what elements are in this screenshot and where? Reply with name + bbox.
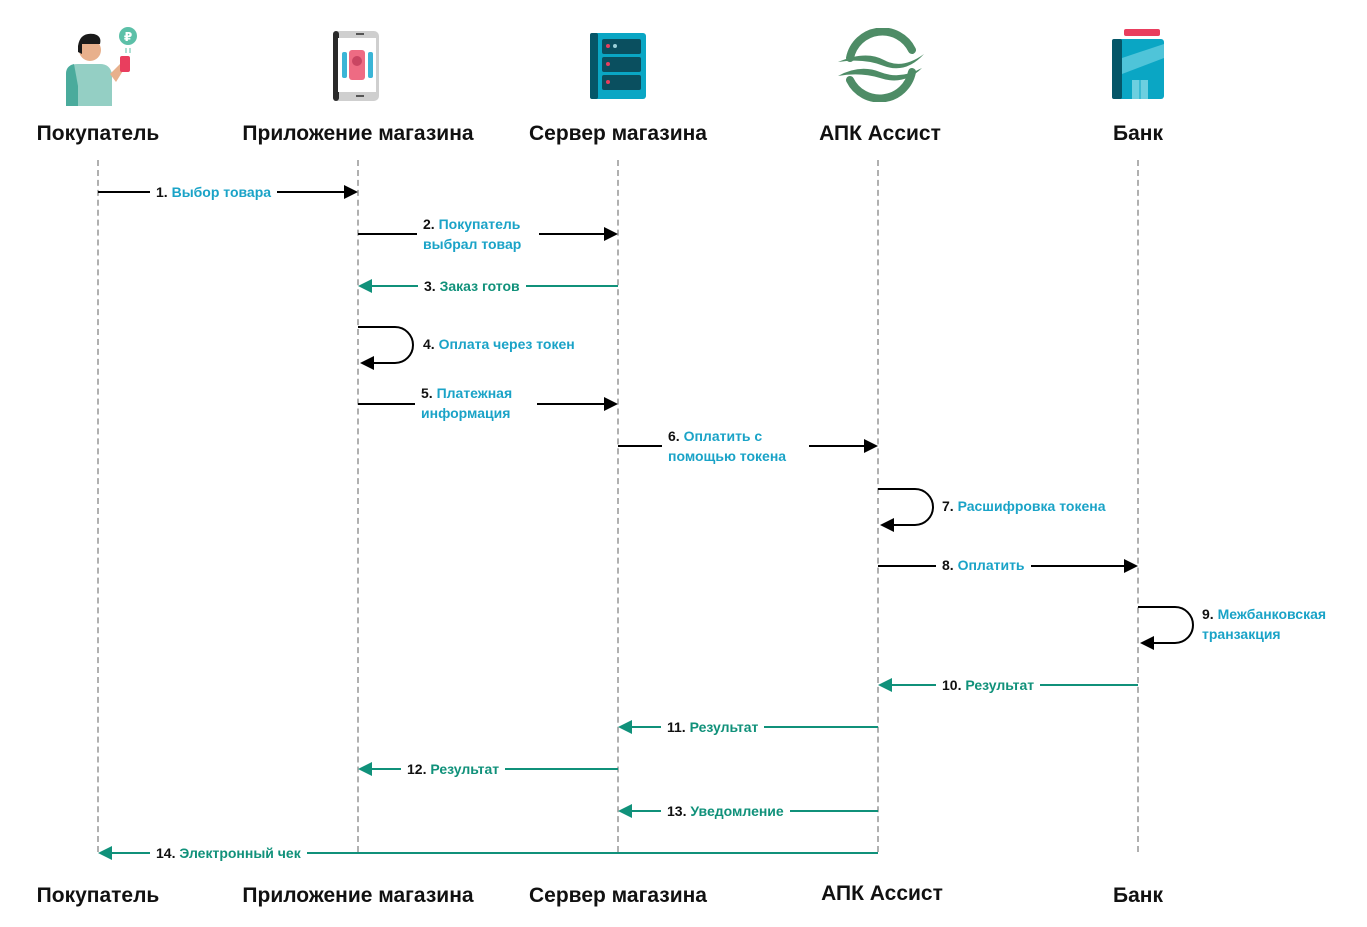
message-1: 1. Выбор товара bbox=[150, 182, 278, 202]
arrowhead-8 bbox=[1124, 559, 1138, 573]
message-5: 5. Платежная информация bbox=[415, 383, 537, 423]
arrowhead-12 bbox=[358, 762, 372, 776]
message-number: 4. bbox=[423, 336, 435, 352]
message-7: 7. Расшифровка токена bbox=[936, 496, 1112, 516]
message-number: 11. bbox=[667, 719, 686, 735]
arrowhead-10 bbox=[878, 678, 892, 692]
message-12: 12. Результат bbox=[401, 759, 506, 779]
arrowhead-3 bbox=[358, 279, 372, 293]
message-text: Заказ готов bbox=[439, 278, 520, 294]
actor-label-top-server: Сервер магазина bbox=[529, 122, 707, 145]
lifeline-apk bbox=[877, 160, 879, 852]
message-14: 14. Электронный чек bbox=[150, 843, 307, 863]
actor-label-top-bank: Банк bbox=[1113, 122, 1163, 145]
tablet-icon bbox=[332, 30, 380, 102]
arrow-7 bbox=[878, 488, 934, 526]
message-number: 13. bbox=[667, 803, 687, 819]
lifeline-server bbox=[617, 160, 619, 852]
actor-label-top-app: Приложение магазина bbox=[242, 122, 474, 145]
message-13: 13. Уведомление bbox=[661, 801, 790, 821]
arrowhead-2 bbox=[604, 227, 618, 241]
message-9: 9. Межбанковская транзакция bbox=[1196, 604, 1358, 644]
message-6: 6. Оплатить с помощью токена bbox=[662, 426, 809, 466]
message-text: Электронный чек bbox=[179, 845, 301, 861]
message-number: 12. bbox=[407, 761, 427, 777]
message-8: 8. Оплатить bbox=[936, 555, 1031, 575]
message-number: 10. bbox=[942, 677, 962, 693]
message-number: 1. bbox=[156, 184, 168, 200]
arrowhead-5 bbox=[604, 397, 618, 411]
arrowhead-9 bbox=[1140, 636, 1154, 650]
message-text: Выбор товара bbox=[171, 184, 272, 200]
message-11: 11. Результат bbox=[661, 717, 765, 737]
message-number: 3. bbox=[424, 278, 436, 294]
message-number: 14. bbox=[156, 845, 176, 861]
message-number: 7. bbox=[942, 498, 954, 514]
arrowhead-14 bbox=[98, 846, 112, 860]
actor-label-top-buyer: Покупатель bbox=[36, 122, 160, 145]
message-3: 3. Заказ готов bbox=[418, 276, 526, 296]
message-text: Уведомление bbox=[690, 803, 784, 819]
arrowhead-1 bbox=[344, 185, 358, 199]
message-text: Результат bbox=[965, 677, 1035, 693]
message-number: 2. bbox=[423, 216, 435, 232]
message-text: Межбанковская транзакция bbox=[1202, 606, 1327, 642]
message-4: 4. Оплата через токен bbox=[417, 334, 581, 354]
lifeline-buyer bbox=[97, 160, 99, 852]
arrowhead-6 bbox=[864, 439, 878, 453]
actor-label-bottom-app: Приложение магазина bbox=[242, 884, 474, 907]
message-text: Оплата через токен bbox=[438, 336, 575, 352]
message-text: Платежная информация bbox=[421, 385, 513, 421]
arrow-4 bbox=[358, 326, 414, 364]
actor-label-bottom-bank: Банк bbox=[1113, 884, 1163, 907]
message-text: Оплатить с помощью токена bbox=[668, 428, 787, 464]
svg-text:₽: ₽ bbox=[124, 30, 132, 44]
message-text: Результат bbox=[689, 719, 759, 735]
message-number: 5. bbox=[421, 385, 433, 401]
arrowhead-13 bbox=[618, 804, 632, 818]
message-number: 6. bbox=[668, 428, 680, 444]
actor-label-bottom-buyer: Покупатель bbox=[36, 884, 160, 907]
lifeline-bank bbox=[1137, 160, 1139, 852]
message-2: 2. Покупатель выбрал товар bbox=[417, 214, 539, 254]
server-icon bbox=[590, 33, 646, 99]
message-number: 8. bbox=[942, 557, 954, 573]
message-text: Расшифровка токена bbox=[957, 498, 1106, 514]
message-number: 9. bbox=[1202, 606, 1214, 622]
arrowhead-7 bbox=[880, 518, 894, 532]
arrowhead-11 bbox=[618, 720, 632, 734]
bank-building-icon bbox=[1110, 28, 1166, 100]
arrow-9 bbox=[1138, 606, 1194, 644]
person-with-phone-icon: ₽ bbox=[60, 26, 140, 106]
message-10: 10. Результат bbox=[936, 675, 1041, 695]
message-text: Покупатель выбрал товар bbox=[423, 216, 522, 252]
message-text: Оплатить bbox=[957, 557, 1025, 573]
assist-logo-icon bbox=[836, 27, 926, 103]
lifeline-app bbox=[357, 160, 359, 852]
actor-label-bottom-server: Сервер магазина bbox=[529, 884, 707, 907]
message-text: Результат bbox=[430, 761, 500, 777]
actor-label-top-apk: АПК Ассист bbox=[819, 122, 941, 145]
arrowhead-4 bbox=[360, 356, 374, 370]
actor-label-bottom-apk: АПК Ассист bbox=[821, 882, 943, 905]
